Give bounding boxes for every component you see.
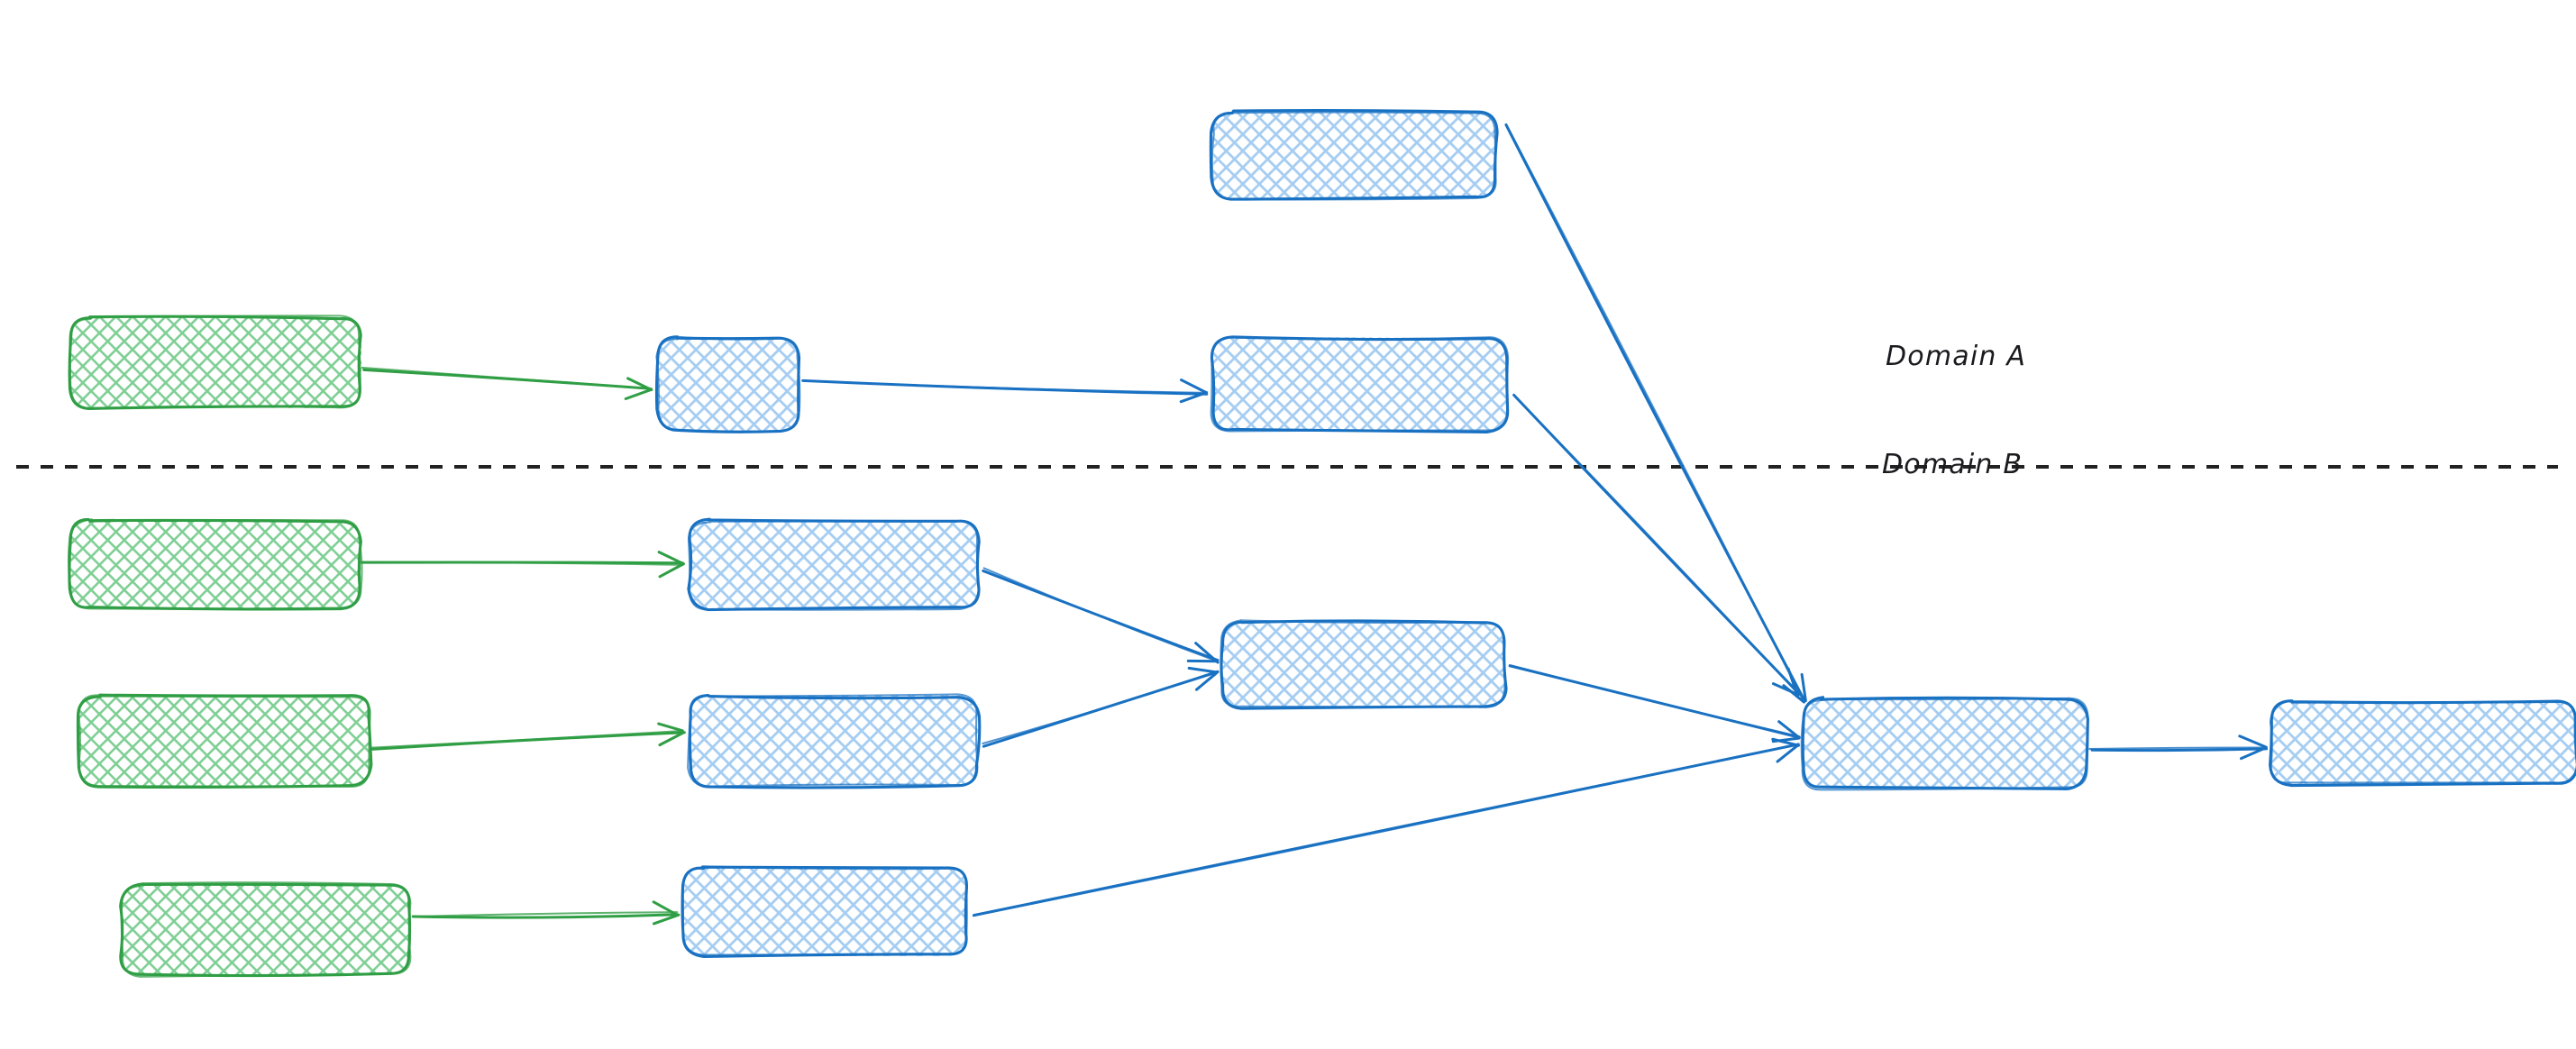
domain-a-label: Domain A xyxy=(1886,341,2027,372)
node-b-merge[interactable] xyxy=(1219,619,1508,710)
node-b-source-1[interactable] xyxy=(67,517,363,611)
edge-a-source-1-to-a-proc-1 xyxy=(360,366,653,400)
edge-b-source-2-to-b-proc-2 xyxy=(369,722,686,752)
node-a-source-1[interactable] xyxy=(68,315,362,410)
node-b-proc-1[interactable] xyxy=(687,517,981,612)
node-b-sink[interactable] xyxy=(2269,699,2576,788)
node-b-source-3[interactable] xyxy=(119,881,412,978)
node-b-aggregator[interactable] xyxy=(1800,696,2089,791)
edge-a-proc-1-to-a-proc-2 xyxy=(801,379,1209,404)
edge-b-source-3-to-b-proc-3 xyxy=(411,900,681,926)
node-a-proc-2[interactable] xyxy=(1210,335,1510,433)
edge-b-proc-1-to-b-merge xyxy=(982,567,1219,664)
node-b-source-2[interactable] xyxy=(76,693,373,789)
edge-a-proc-top-to-b-aggregator xyxy=(1504,123,1807,704)
node-b-proc-2[interactable] xyxy=(687,693,982,789)
edge-layer xyxy=(360,123,2269,926)
node-a-proc-top[interactable] xyxy=(1209,109,1499,201)
node-layer xyxy=(67,109,2576,978)
edge-a-proc-2-to-b-aggregator xyxy=(1512,393,1801,697)
node-b-proc-3[interactable] xyxy=(681,865,969,959)
edge-b-proc-2-to-b-merge xyxy=(982,666,1219,748)
edge-b-proc-3-to-b-aggregator xyxy=(972,737,1801,917)
edge-b-merge-to-b-aggregator xyxy=(1508,663,1801,743)
edge-b-aggregator-to-b-sink xyxy=(2088,734,2269,761)
node-a-proc-1[interactable] xyxy=(654,335,801,433)
edge-b-source-1-to-b-proc-1 xyxy=(360,551,685,579)
domain-b-label: Domain B xyxy=(1882,449,2023,480)
